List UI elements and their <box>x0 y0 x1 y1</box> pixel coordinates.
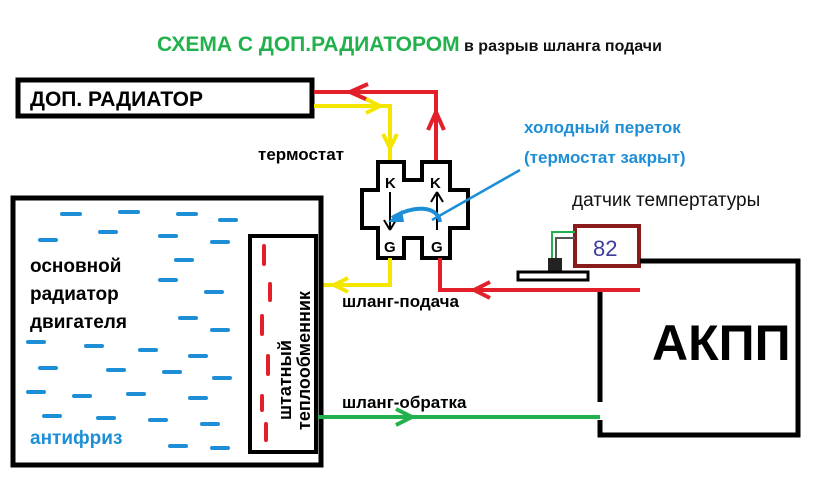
temp-sensor-body <box>548 258 562 274</box>
hot-supply-line <box>438 258 640 292</box>
cooled-arrow-left <box>333 276 349 294</box>
thermostat-port-k-left: K <box>385 175 396 192</box>
temp-sensor-wire <box>551 231 575 262</box>
thermostat-port-g-left: G <box>384 239 396 256</box>
hot-arrow-left <box>349 82 369 102</box>
heat-exchanger-box <box>248 234 318 454</box>
cold-bypass-label-1: холодный переток <box>524 118 681 137</box>
title-rest: в разрыв шланга подачи <box>460 38 662 55</box>
temp-sensor-wire-2 <box>555 237 575 262</box>
hot-arrow-up <box>426 111 446 131</box>
cooled-line-from-extra-radiator <box>314 104 392 162</box>
cold-bypass-label-2: (термостат закрыт) <box>524 148 685 167</box>
extra-radiator-box <box>15 77 315 119</box>
cold-bypass-pointer <box>431 168 521 222</box>
thermostat-port-k-right: K <box>430 175 441 192</box>
temp-sensor-base <box>516 270 590 282</box>
cooled-arrow-right <box>365 97 381 115</box>
main-radiator-label-1: основной <box>30 256 121 277</box>
thermostat-label: термостат <box>258 145 344 164</box>
heat-exchanger-label-1: штатный <box>275 340 295 420</box>
title-main: СХЕМА С ДОП.РАДИАТОРОМ <box>157 33 460 56</box>
antifreeze-dashes <box>26 210 238 450</box>
return-hose-label: шланг-обратка <box>342 393 467 412</box>
transmission-box <box>597 258 801 438</box>
heat-exchanger-label-2: теплообменник <box>294 290 314 430</box>
cooled-line-to-heat-exchanger <box>318 258 392 287</box>
thermostat-port-g-right: G <box>431 239 443 256</box>
cooled-arrow-down <box>381 133 399 149</box>
extra-radiator-label: ДОП. РАДИАТОР <box>30 88 203 111</box>
temp-sensor-display <box>573 224 641 268</box>
antifreeze-label: антифриз <box>30 428 122 449</box>
bypass-flow-arrowhead <box>388 210 404 222</box>
return-hose-arrow <box>395 407 413 427</box>
transmission-label: АКПП <box>652 315 791 371</box>
supply-hose-label: шланг-подача <box>342 292 460 311</box>
main-radiator-label-2: радиатор <box>30 284 119 305</box>
temp-sensor-label: датчик темпертатуры <box>572 190 760 211</box>
heat-exchanger-hot-dashes <box>260 244 272 442</box>
diagram-title: СХЕМА С ДОП.РАДИАТОРОМ в разрыв шланга п… <box>157 33 662 56</box>
thermostat-internal-arrow-right <box>430 191 444 230</box>
main-radiator-label-3: двигателя <box>30 312 127 333</box>
temp-sensor-value: 82 <box>593 236 617 261</box>
hot-supply-arrow-left <box>473 280 491 300</box>
